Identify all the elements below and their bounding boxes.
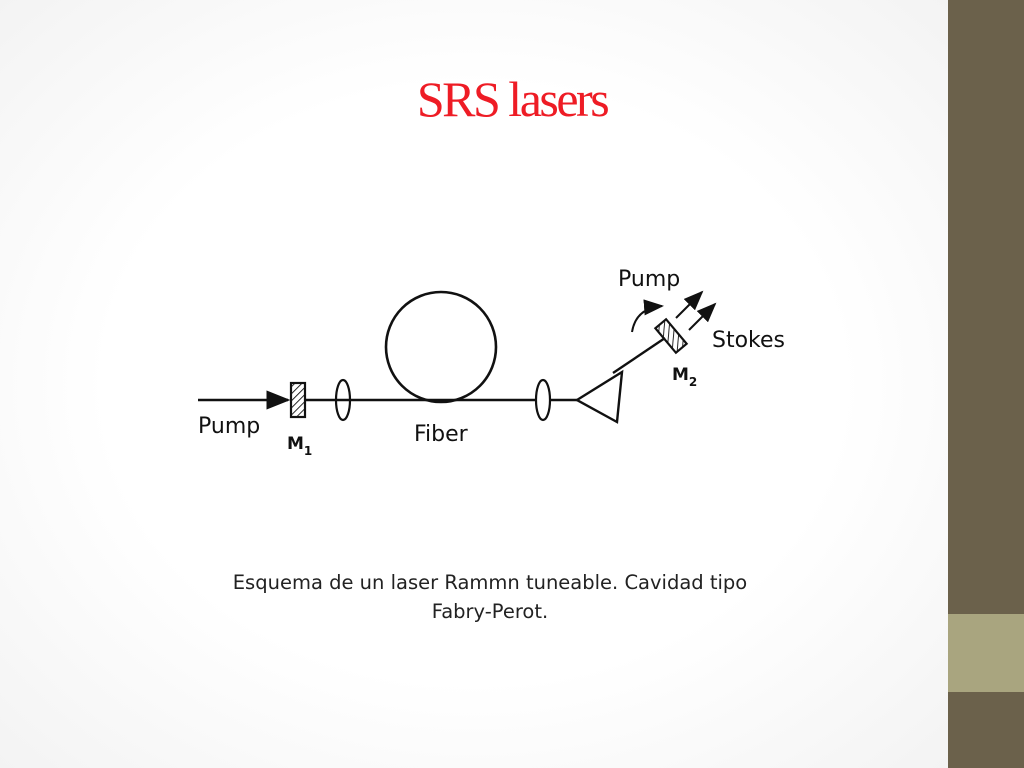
mirror-m1-label: M1 bbox=[287, 434, 312, 458]
slide-title: SRS lasers bbox=[416, 71, 610, 127]
diagram-caption: Esquema de un laser Rammn tuneable. Cavi… bbox=[232, 571, 748, 623]
output-arrow-2 bbox=[688, 302, 717, 331]
output-arrow-1 bbox=[675, 290, 704, 319]
beam-to-m2 bbox=[612, 337, 666, 374]
stokes-label: Stokes bbox=[712, 328, 785, 353]
rotation-arrow bbox=[631, 299, 664, 333]
pump-output-label: Pump bbox=[618, 267, 680, 292]
mirror-m2-label: M2 bbox=[672, 365, 697, 389]
raman-laser-diagram: Pump M1 Fiber M2 Pump Stokes bbox=[198, 267, 785, 458]
mirror-m1 bbox=[289, 381, 307, 419]
prism bbox=[574, 369, 624, 424]
pump-input-label: Pump bbox=[198, 414, 260, 439]
sidebar-accent-light bbox=[948, 614, 1024, 692]
mirror-m2 bbox=[653, 317, 689, 355]
fiber-label: Fiber bbox=[414, 422, 469, 447]
fiber-coil bbox=[384, 290, 498, 404]
lens-2 bbox=[534, 378, 552, 422]
slide-canvas bbox=[0, 0, 948, 768]
